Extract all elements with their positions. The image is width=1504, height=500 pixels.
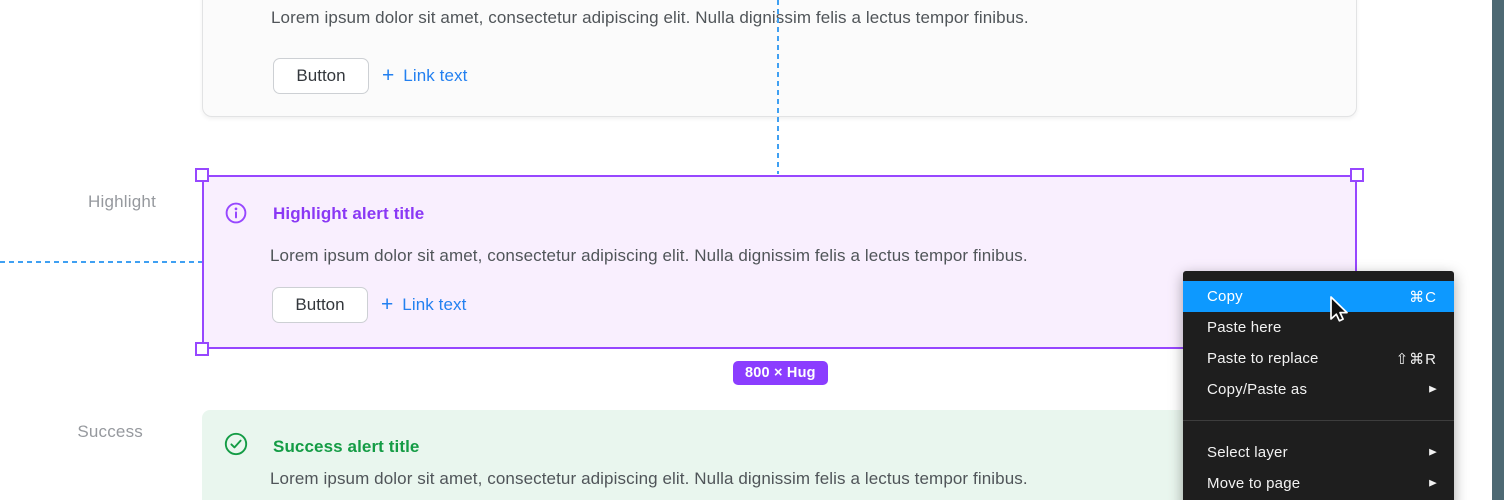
alert-card-success[interactable]: Success alert title Lorem ipsum dolor si… [202, 410, 1357, 500]
alert-button-label: Button [295, 295, 345, 314]
alert-link-label: Link text [403, 66, 468, 85]
alert-body-text: Lorem ipsum dolor sit amet, consectetur … [270, 246, 1028, 265]
alert-card-default[interactable]: Lorem ipsum dolor sit amet, consectetur … [202, 0, 1357, 117]
mouse-cursor-icon [1329, 295, 1355, 330]
alert-link[interactable]: + Link text [382, 64, 468, 87]
alert-body-text: Lorem ipsum dolor sit amet, consectetur … [270, 469, 1028, 488]
menu-item-label: Paste here [1207, 319, 1282, 336]
alert-title: Highlight alert title [273, 204, 425, 223]
vertical-guide-line [777, 0, 779, 174]
alert-title: Success alert title [273, 437, 420, 456]
panel-edge [1492, 0, 1504, 500]
check-circle-icon [224, 432, 248, 461]
menu-separator [1183, 420, 1454, 421]
submenu-arrow-icon: ▶ [1429, 384, 1437, 395]
menu-item-label: Move to page [1207, 475, 1301, 492]
menu-item-copy-paste-as[interactable]: Copy/Paste as ▶ [1183, 374, 1454, 405]
alert-body-text: Lorem ipsum dolor sit amet, consectetur … [271, 8, 1029, 27]
context-menu: Copy ⌘C Paste here Paste to replace ⇧⌘R … [1183, 271, 1454, 500]
alert-link[interactable]: + Link text [381, 293, 467, 316]
selection-handle-top-left[interactable] [195, 168, 209, 182]
size-badge: 800 × Hug [733, 361, 828, 385]
menu-shortcut: ⌘C [1409, 288, 1437, 306]
selection-handle-top-right[interactable] [1350, 168, 1364, 182]
menu-item-copy[interactable]: Copy ⌘C [1183, 281, 1454, 312]
alert-button[interactable]: Button [273, 58, 369, 94]
alert-link-label: Link text [402, 295, 467, 314]
menu-item-paste-to-replace[interactable]: Paste to replace ⇧⌘R [1183, 343, 1454, 374]
menu-item-select-layer[interactable]: Select layer ▶ [1183, 437, 1454, 468]
submenu-arrow-icon: ▶ [1429, 447, 1437, 458]
plus-icon: + [382, 64, 395, 87]
info-icon [225, 202, 247, 229]
menu-item-label: Paste to replace [1207, 350, 1319, 367]
canvas-label-highlight: Highlight [88, 192, 156, 211]
menu-item-label: Copy/Paste as [1207, 381, 1308, 398]
plus-icon: + [381, 293, 394, 316]
menu-item-move-to-page[interactable]: Move to page ▶ [1183, 468, 1454, 499]
alert-button-label: Button [296, 66, 346, 85]
menu-item-paste-here[interactable]: Paste here [1183, 312, 1454, 343]
canvas-label-success: Success [77, 422, 143, 441]
alert-card-highlight[interactable]: Highlight alert title Lorem ipsum dolor … [202, 175, 1357, 349]
submenu-arrow-icon: ▶ [1429, 478, 1437, 489]
selection-handle-bottom-left[interactable] [195, 342, 209, 356]
alert-button[interactable]: Button [272, 287, 368, 323]
horizontal-guide-line [0, 261, 202, 263]
menu-item-label: Select layer [1207, 444, 1288, 461]
menu-shortcut: ⇧⌘R [1395, 350, 1437, 368]
menu-item-label: Copy [1207, 288, 1243, 305]
